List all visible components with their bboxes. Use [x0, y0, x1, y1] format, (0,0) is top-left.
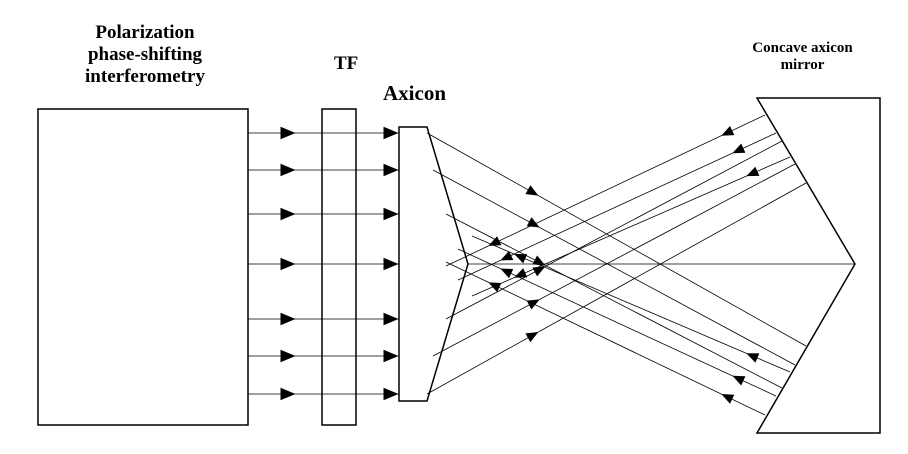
interferometry-label-line-3: interferometry: [85, 65, 205, 87]
arrowhead-right: [383, 312, 399, 326]
arrowhead-ray: [500, 268, 514, 279]
mirror-label-line-1: Concave axicon: [752, 40, 853, 56]
refracted-ray: [426, 182, 807, 395]
mirror-label: Concave axicon mirror: [730, 40, 875, 75]
arrowhead-ray: [488, 282, 502, 293]
arrowhead-ray: [732, 143, 746, 154]
interferometry-label-line-2: phase-shifting: [87, 43, 203, 65]
tf-plate: [321, 108, 357, 426]
arrowhead-ray: [526, 217, 540, 228]
arrowhead-right: [280, 126, 296, 140]
arrowhead-right: [383, 207, 399, 221]
refracted-ray: [432, 169, 796, 366]
arrowhead-ray: [721, 126, 735, 136]
arrowhead-ray: [732, 375, 746, 386]
interferometry-label-line-1: Polarization: [95, 22, 195, 43]
mirror-label-line-2: mirror: [780, 57, 825, 74]
axicon-label: Axicon: [383, 81, 446, 105]
arrowhead-right: [383, 126, 399, 140]
arrowhead-ray: [514, 254, 528, 264]
arrowhead-ray: [746, 353, 760, 363]
arrowhead-right: [383, 257, 399, 271]
arrowhead-right: [280, 312, 296, 326]
arrowhead-right: [280, 257, 296, 271]
arrowhead-right: [383, 387, 399, 401]
arrowhead-ray: [532, 255, 546, 266]
arrowhead-ray: [514, 268, 528, 278]
arrowhead-right: [383, 163, 399, 177]
arrowhead-right: [280, 387, 296, 401]
interferometry-box: [37, 108, 249, 426]
arrowhead-ray: [721, 394, 735, 404]
arrowhead-ray: [500, 250, 514, 261]
arrowhead-ray: [525, 185, 539, 196]
refracted-ray: [432, 163, 796, 357]
arrowhead-right: [280, 349, 296, 363]
concave-axicon-mirror: [755, 97, 881, 434]
arrowhead-right: [280, 163, 296, 177]
refracted-ray: [445, 213, 783, 389]
tf-label: TF: [334, 53, 359, 74]
arrowhead-right: [280, 207, 296, 221]
refracted-ray: [445, 140, 783, 320]
arrowhead-ray: [532, 266, 546, 277]
arrowhead-ray: [526, 299, 540, 310]
axicon-lens: [398, 126, 469, 402]
arrowhead-ray: [746, 166, 760, 177]
arrowhead-ray: [525, 332, 539, 343]
arrowhead-ray: [488, 236, 502, 246]
interferometry-label: Polarization phase-shifting interferomet…: [20, 22, 270, 88]
refracted-ray: [426, 132, 807, 347]
arrowhead-right: [383, 349, 399, 363]
